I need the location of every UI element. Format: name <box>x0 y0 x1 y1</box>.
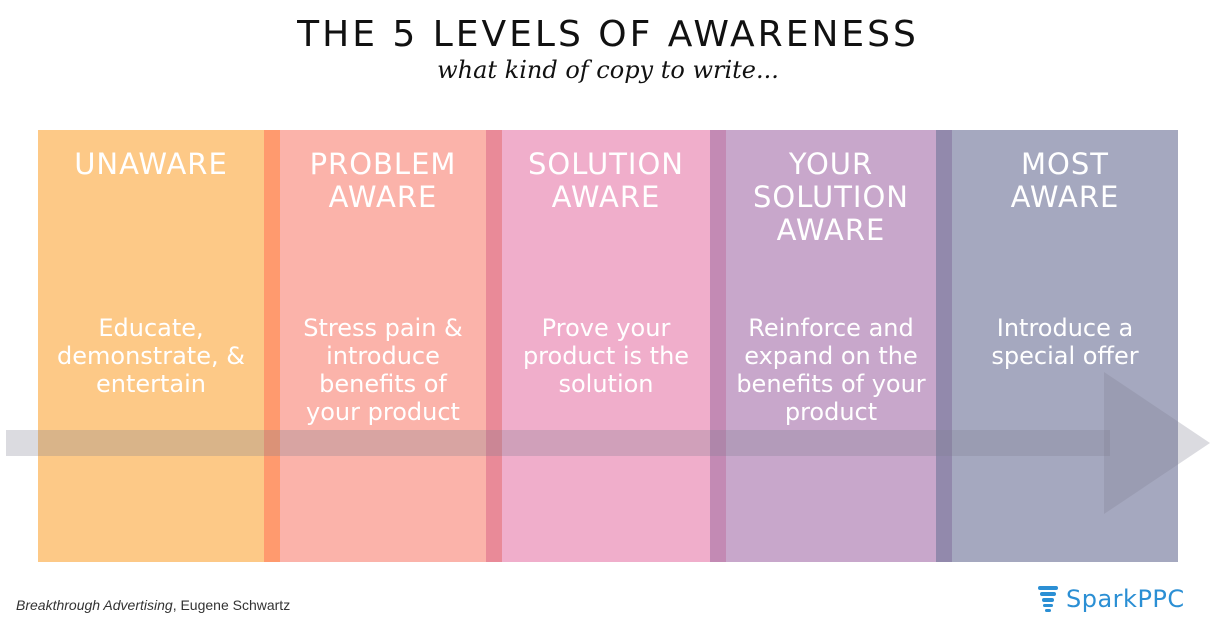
level-title: MOST AWARE <box>1010 147 1120 214</box>
level-description: Introduce a special offer <box>991 314 1139 370</box>
brand-logo: SparkPPC <box>1036 584 1185 614</box>
level-divider <box>264 130 280 562</box>
level-divider <box>710 130 726 562</box>
level-divider <box>486 130 502 562</box>
source-author: , Eugene Schwartz <box>172 597 291 613</box>
lightbulb-icon <box>1038 586 1058 612</box>
level-most-aware: MOST AWARE Introduce a special offer <box>952 130 1178 562</box>
level-description: Reinforce and expand on the benefits of … <box>736 314 926 426</box>
level-unaware: UNAWARE Educate, demonstrate, & entertai… <box>38 130 264 562</box>
level-solution-aware: SOLUTION AWARE Prove your product is the… <box>502 130 710 562</box>
level-title: UNAWARE <box>74 147 228 181</box>
level-title: SOLUTION AWARE <box>528 147 684 214</box>
level-your-solution-aware: YOUR SOLUTION AWARE Reinforce and expand… <box>726 130 936 562</box>
level-description: Educate, demonstrate, & entertain <box>57 314 245 398</box>
awareness-levels-diagram: UNAWARE Educate, demonstrate, & entertai… <box>38 130 1178 562</box>
level-problem-aware: PROBLEM AWARE Stress pain & introduce be… <box>280 130 486 562</box>
diagram-subtitle: what kind of copy to write... <box>437 56 779 84</box>
brand-name: SparkPPC <box>1066 585 1185 613</box>
source-citation: Breakthrough Advertising, Eugene Schwart… <box>16 597 290 613</box>
level-divider <box>936 130 952 562</box>
diagram-title: THE 5 LEVELS OF AWARENESS <box>297 14 919 55</box>
source-title: Breakthrough Advertising <box>16 597 173 613</box>
level-description: Stress pain & introduce benefits of your… <box>303 314 463 426</box>
level-description: Prove your product is the solution <box>522 314 690 398</box>
level-title: PROBLEM AWARE <box>309 147 457 214</box>
level-title: YOUR SOLUTION AWARE <box>753 147 909 247</box>
